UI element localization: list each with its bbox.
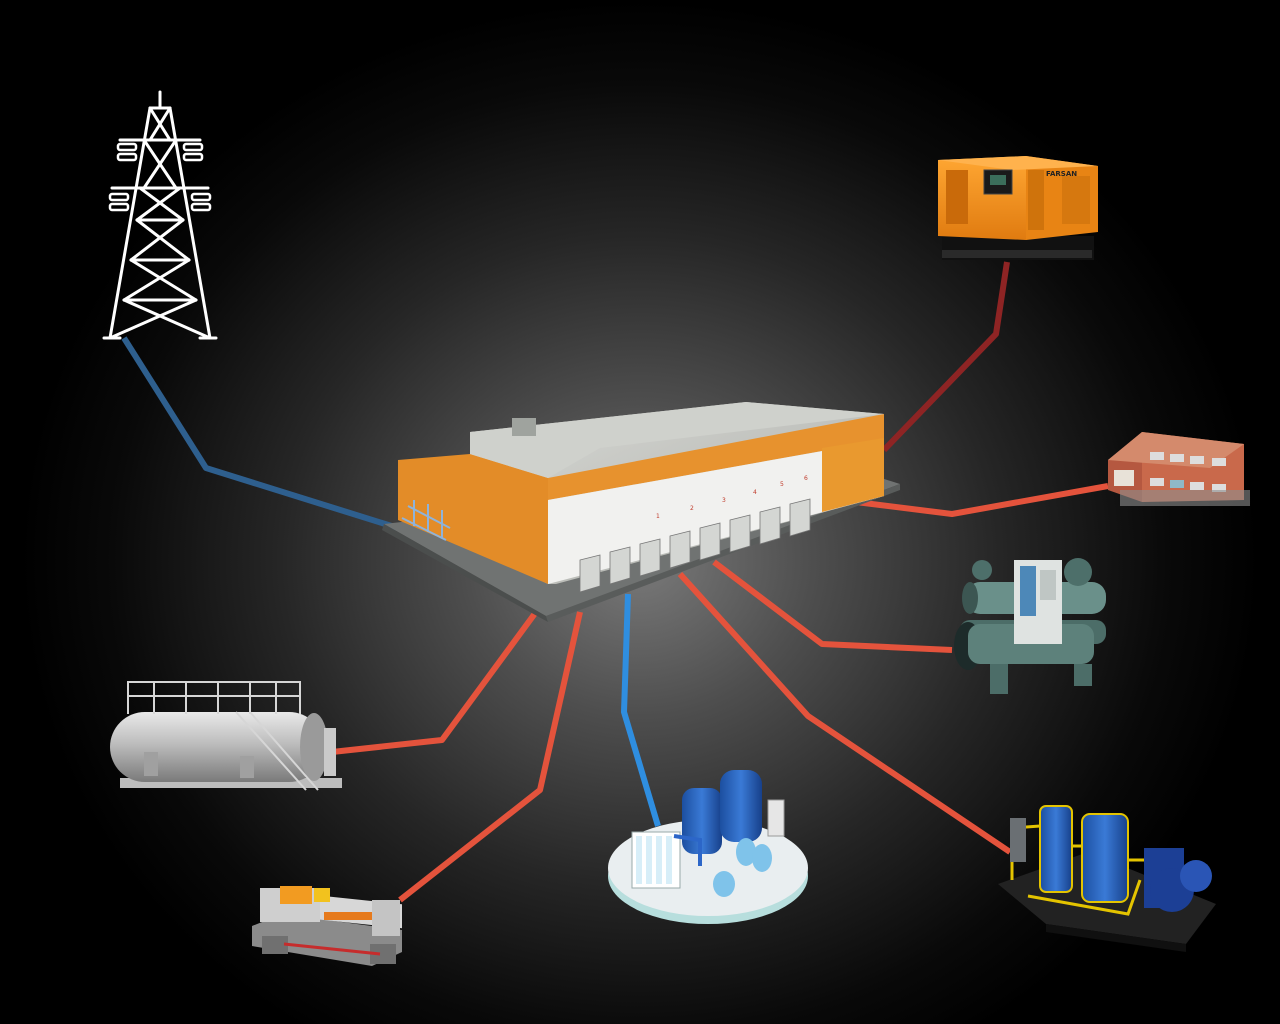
link-lathe bbox=[398, 611, 583, 903]
link-compressor-skid bbox=[677, 571, 1012, 855]
link-office-building bbox=[855, 483, 1109, 517]
link-chiller bbox=[712, 559, 953, 653]
link-power-grid bbox=[121, 336, 399, 531]
door-number-2: 2 bbox=[690, 505, 694, 512]
water-chiller-icon bbox=[954, 558, 1106, 694]
lathe-machine-icon bbox=[252, 886, 402, 966]
door-number-4: 4 bbox=[753, 489, 757, 496]
factory-building-icon: 1 2 3 4 5 6 bbox=[382, 402, 900, 622]
door-number-6: 6 bbox=[804, 475, 808, 482]
door-number-5: 5 bbox=[780, 481, 784, 488]
link-storage-tank bbox=[331, 610, 539, 755]
door-number-3: 3 bbox=[722, 497, 726, 504]
compressor-skid-icon bbox=[998, 805, 1216, 952]
pressure-tank-icon bbox=[110, 681, 342, 791]
diesel-generator-icon: FARSAN bbox=[938, 156, 1098, 260]
link-water-treatment bbox=[621, 593, 661, 827]
transmission-tower-icon bbox=[102, 90, 218, 340]
office-building-icon bbox=[1108, 432, 1250, 506]
connection-links bbox=[121, 261, 1109, 903]
water-treatment-icon bbox=[608, 770, 808, 924]
link-diesel-generator bbox=[881, 261, 1010, 453]
generator-brand-label: FARSAN bbox=[1046, 170, 1077, 178]
door-number-1: 1 bbox=[656, 513, 660, 520]
